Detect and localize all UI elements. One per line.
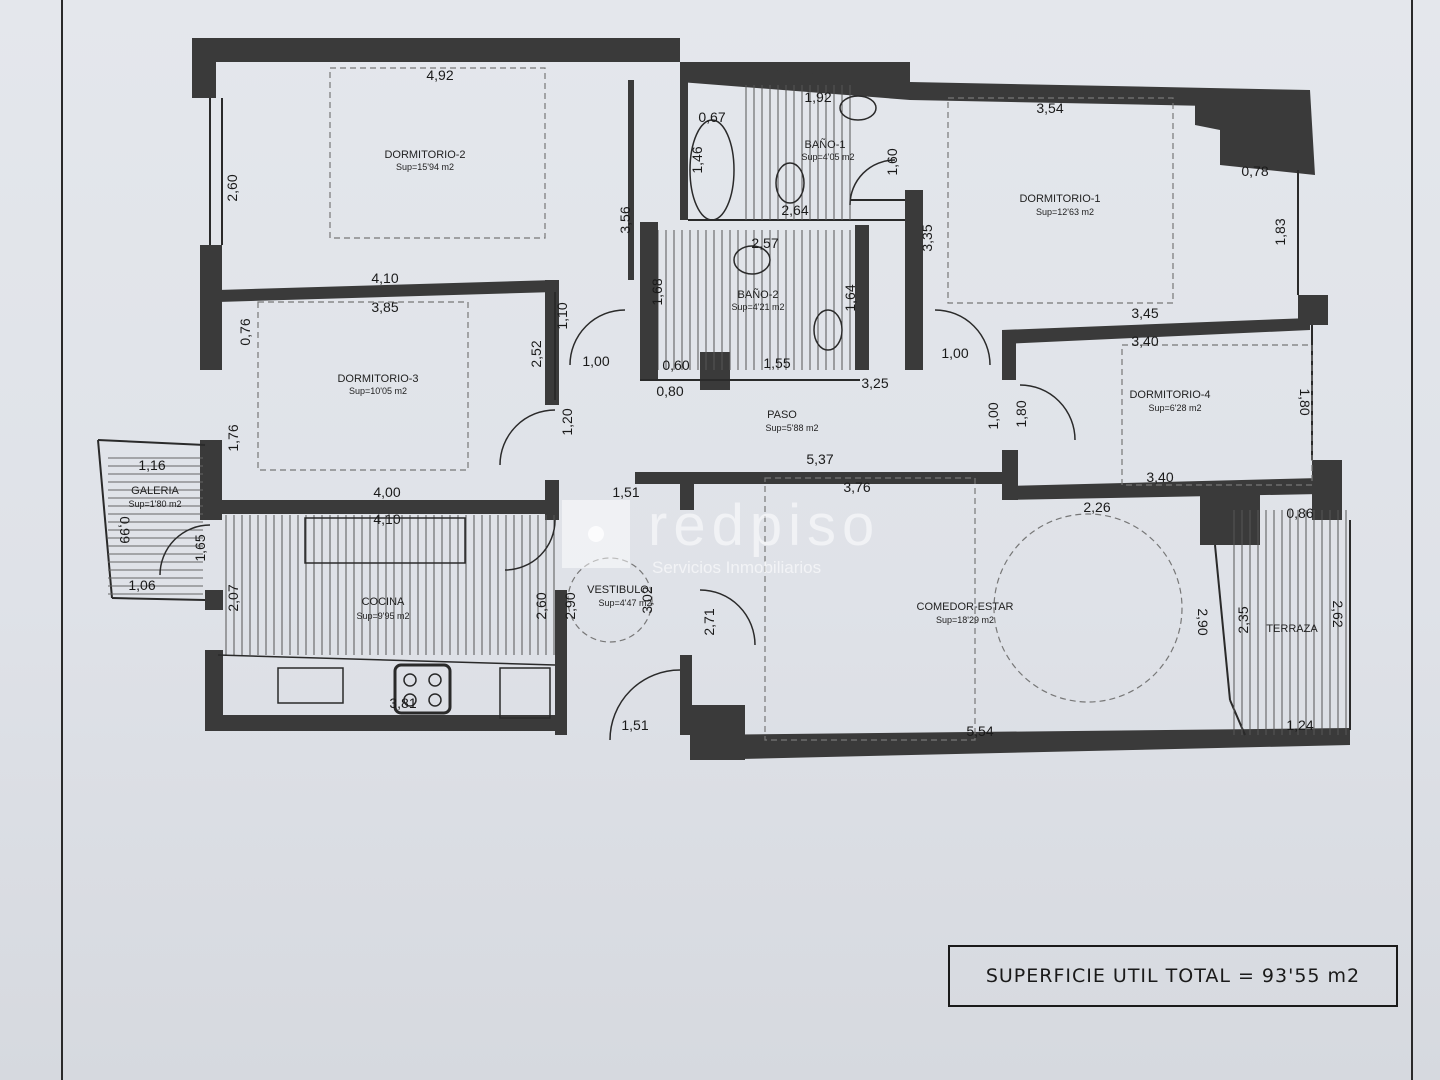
dimension-label: 1,16: [138, 457, 165, 473]
room-label-dormitorio-4: DORMITORIO-4: [1129, 389, 1210, 401]
dimension-label: 4,10: [371, 270, 398, 286]
dimension-label: 1,65: [192, 534, 208, 561]
dimension-label: 1,06: [128, 577, 155, 593]
total-area-label: SUPERFICIE UTIL TOTAL = 93'55 m2: [985, 965, 1361, 987]
room-area-dormitorio-1: Sup=12'63 m2: [1036, 207, 1094, 217]
dimension-label: 2,52: [528, 340, 544, 367]
room-area-cocina: Sup=9'95 m2: [356, 611, 409, 621]
dimension-label: 1,20: [559, 408, 575, 435]
room-label-galeria: GALERIA: [131, 485, 179, 497]
dimension-label: 1,92: [804, 89, 831, 105]
dimension-label: 1,10: [554, 302, 570, 329]
dimension-label: 1,46: [689, 146, 705, 173]
dimension-label: 2,64: [781, 202, 808, 218]
room-label-dormitorio-3: DORMITORIO-3: [337, 373, 418, 385]
room-area-galeria: Sup=1'80 m2: [128, 499, 181, 509]
dimension-label: 3,76: [843, 479, 870, 495]
room-label-terraza: TERRAZA: [1266, 623, 1318, 635]
watermark-brand: redpiso: [648, 493, 880, 558]
terraza-floor-hatch: [1232, 510, 1347, 735]
dimension-label: 1,00: [582, 353, 609, 369]
room-label-vestibulo: VESTIBULO: [587, 584, 649, 596]
dimension-label: 4,10: [373, 511, 400, 527]
bano1-floor-hatch: [742, 85, 852, 220]
room-label-cocina: COCINA: [362, 596, 405, 608]
dimension-label: 2,90: [1195, 608, 1211, 635]
furniture-outlines: [257, 67, 1313, 741]
dimension-label: 3,56: [617, 206, 633, 233]
walls: [192, 38, 1350, 760]
dimension-label: 0,67: [698, 109, 725, 125]
dimension-label: 1,68: [649, 278, 665, 305]
room-area-bano-1: Sup=4'05 m2: [801, 152, 854, 162]
dimension-label: 2,71: [701, 608, 717, 635]
dimension-label: 1,76: [225, 424, 241, 451]
dimension-label: 1,55: [763, 355, 790, 371]
dimension-label: 0,78: [1241, 163, 1268, 179]
room-label-bano-2: BAÑO-2: [738, 288, 779, 301]
dimension-label: 4,00: [373, 484, 400, 500]
dimension-label: 1,80: [1297, 388, 1313, 415]
dimension-label: 3,35: [919, 224, 935, 251]
dimension-label: 1,60: [884, 148, 900, 175]
dimension-label: 2,35: [1235, 606, 1251, 633]
dimension-label: 3,25: [861, 375, 888, 391]
dimension-label: 3,45: [1131, 305, 1158, 321]
dimension-label: 1,80: [1013, 400, 1029, 427]
dimension-label: 3,85: [371, 299, 398, 315]
dimension-label: 0,86: [1286, 505, 1313, 521]
room-label-comedor-estar: COMEDOR-ESTAR: [917, 601, 1014, 613]
dimension-label: 3,02: [639, 586, 655, 613]
room-label-bano-1: BAÑO-1: [805, 138, 846, 151]
dimension-label: 3,54: [1036, 100, 1063, 116]
room-area-dormitorio-3: Sup=10'05 m2: [349, 386, 407, 396]
dimension-label: 3,81: [389, 695, 416, 711]
room-label-dormitorio-2: DORMITORIO-2: [384, 149, 465, 161]
dimension-label: 4,92: [426, 67, 453, 83]
dimension-label: 2,90: [562, 592, 578, 619]
dimension-label: 1,51: [621, 717, 648, 733]
dimension-label: 2,57: [751, 235, 778, 251]
watermark: redpiso Servicios Inmobiliarios: [562, 493, 880, 577]
room-label-dormitorio-1: DORMITORIO-1: [1019, 193, 1100, 205]
dimension-label: 2,60: [224, 174, 240, 201]
dimension-label: 1,00: [941, 345, 968, 361]
dimension-label: 2,26: [1083, 499, 1110, 515]
dimension-labels: 4,92 2,60 3,56 0,67 1,46 1,92 2,64 1,60 …: [117, 67, 1346, 739]
room-label-paso: PASO: [767, 409, 797, 421]
dimension-label: 1,24: [1286, 717, 1313, 733]
galeria-floor-hatch: [108, 455, 203, 595]
dimension-label: 0,76: [237, 318, 253, 345]
dimension-label: 3,40: [1146, 469, 1173, 485]
room-area-dormitorio-2: Sup=15'94 m2: [396, 162, 454, 172]
watermark-tagline: Servicios Inmobiliarios: [652, 558, 821, 577]
dimension-label: 1,00: [985, 402, 1001, 429]
dimension-label: 2,62: [1330, 600, 1346, 627]
dimension-label: 5,37: [806, 451, 833, 467]
dimension-label: 1,51: [612, 484, 639, 500]
room-area-dormitorio-4: Sup=6'28 m2: [1148, 403, 1201, 413]
dimension-label: 0,80: [656, 383, 683, 399]
room-area-vestibulo: Sup=4'47 m2: [598, 598, 651, 608]
dimension-label: 5,54: [966, 723, 993, 739]
dimension-label: 1,83: [1272, 218, 1288, 245]
room-area-bano-2: Sup=4'21 m2: [731, 302, 784, 312]
dimension-label: 1,64: [842, 284, 858, 311]
dimension-label: 0,60: [662, 357, 689, 373]
watermark-logo-dot-icon: [588, 526, 604, 542]
dimension-label: 0,99: [117, 516, 133, 543]
room-area-paso: Sup=5'88 m2: [765, 423, 818, 433]
fixtures: [217, 95, 877, 719]
door-swings: [159, 159, 1076, 741]
kitchen-floor-hatch: [225, 515, 555, 655]
total-area-box: SUPERFICIE UTIL TOTAL = 93'55 m2: [948, 945, 1398, 1007]
room-area-comedor-estar: Sup=18'29 m2: [936, 615, 994, 625]
dimension-label: 2,07: [225, 584, 241, 611]
dimension-label: 2,60: [533, 592, 549, 619]
dimension-label: 3,40: [1131, 333, 1158, 349]
